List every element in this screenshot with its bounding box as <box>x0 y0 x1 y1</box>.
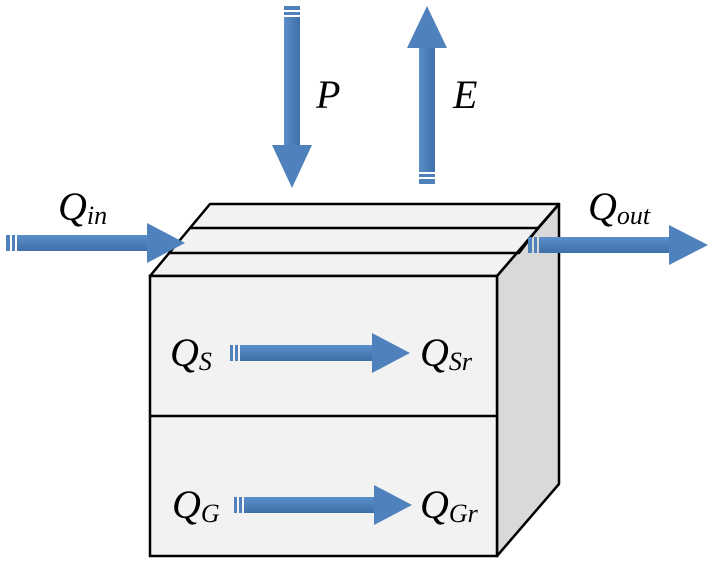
storage-box <box>148 202 561 558</box>
evaporation-arrow-icon <box>407 6 447 184</box>
outflow-label-main: Q <box>588 184 617 229</box>
surface-release-label: QSr <box>420 330 473 376</box>
groundwater-flow-arrow-icon <box>234 485 412 525</box>
outflow-arrow-icon <box>528 225 708 265</box>
surface-storage-label-main: Q <box>170 330 199 375</box>
surface-flow-arrow-icon <box>230 333 410 373</box>
outflow-label: Qout <box>588 184 651 230</box>
inflow-label-sub: in <box>87 201 107 230</box>
top-layer-line-2 <box>168 227 539 255</box>
surface-release-label-sub: Sr <box>449 347 473 376</box>
groundwater-storage-label-sub: G <box>201 499 220 528</box>
groundwater-release-label-sub: Gr <box>449 499 479 528</box>
inflow-arrow-icon <box>6 223 185 263</box>
groundwater-storage-label-main: Q <box>172 482 201 527</box>
evaporation-label: E <box>452 72 477 117</box>
surface-storage-label-sub: S <box>199 347 212 376</box>
inflow-label-main: Q <box>58 184 87 229</box>
precipitation-label: P <box>315 72 340 117</box>
precipitation-arrow-icon <box>272 6 312 188</box>
groundwater-release-label-main: Q <box>420 482 449 527</box>
groundwater-release-label: QGr <box>420 482 479 528</box>
outflow-label-sub: out <box>617 201 651 230</box>
groundwater-storage-label: QG <box>172 482 220 528</box>
surface-release-label-main: Q <box>420 330 449 375</box>
box-top-face <box>148 202 561 278</box>
surface-storage-label: QS <box>170 330 212 376</box>
inflow-label: Qin <box>58 184 107 230</box>
